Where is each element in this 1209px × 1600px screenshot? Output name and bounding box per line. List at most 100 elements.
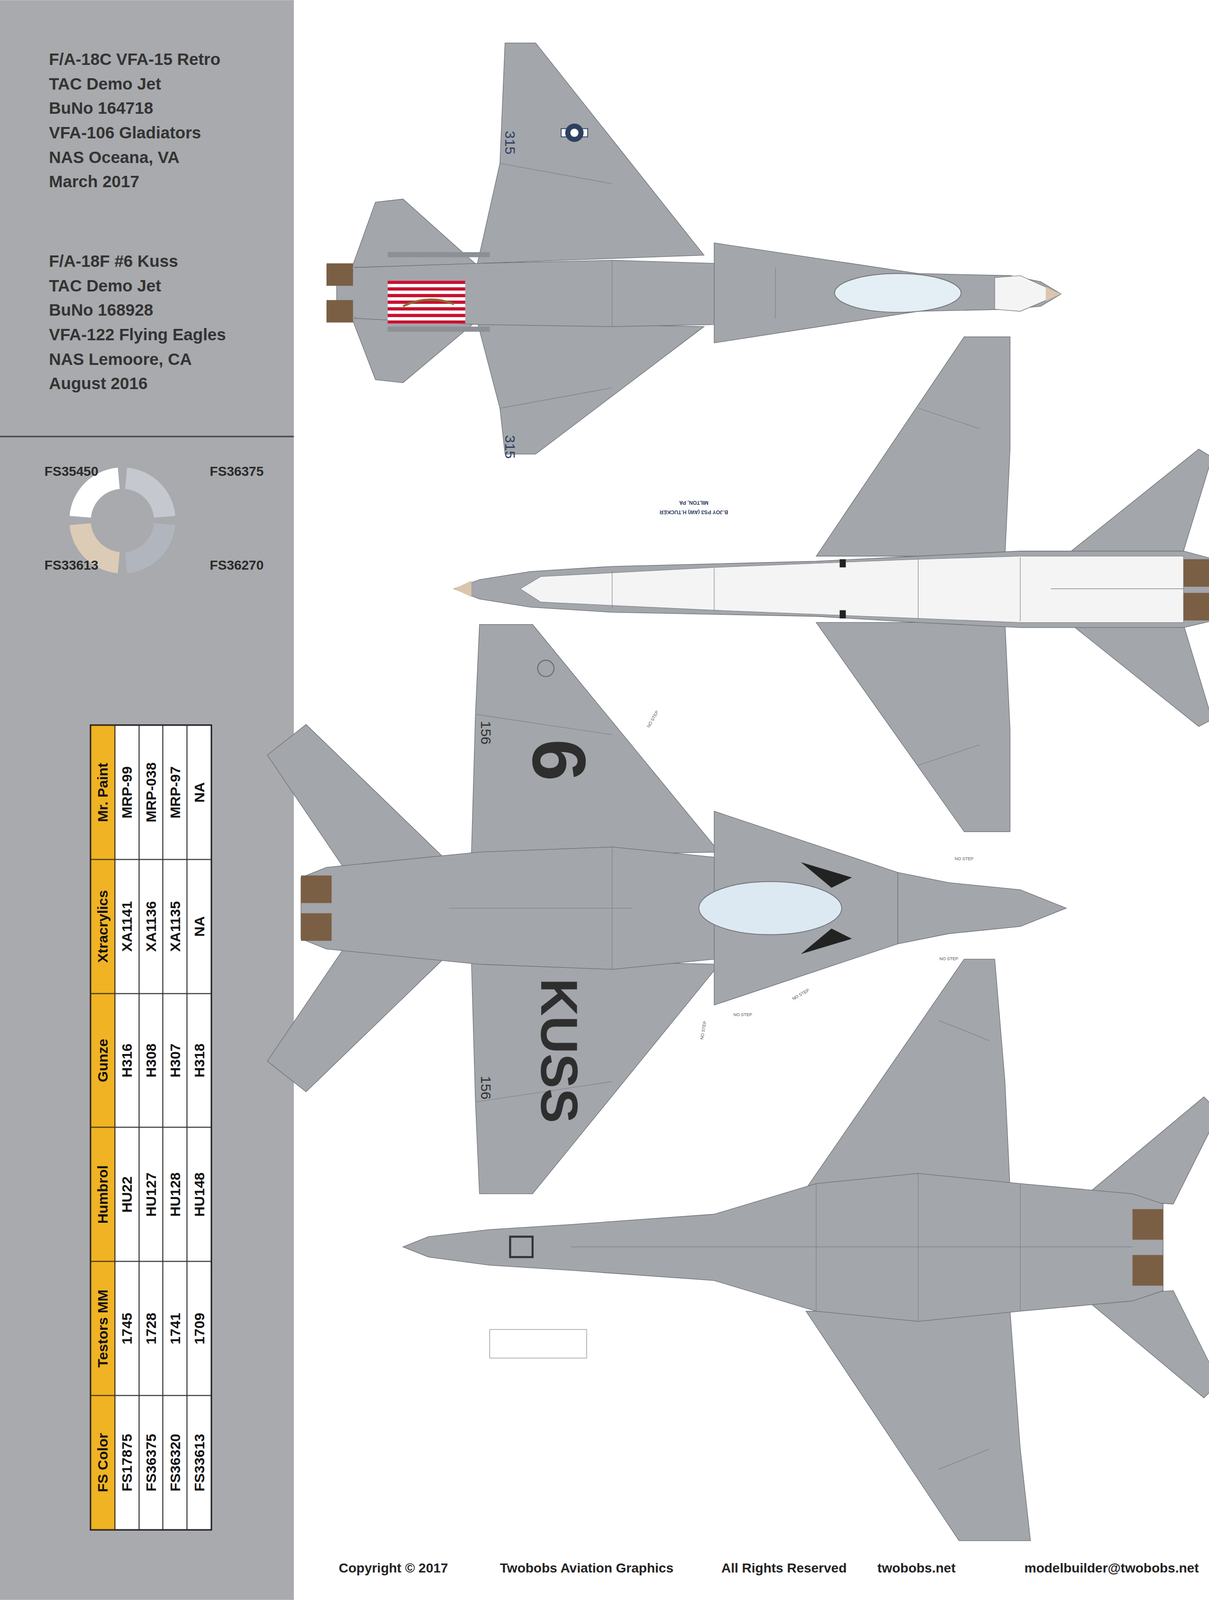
side-panel [0, 0, 294, 1600]
modex-number: 156 [477, 720, 494, 745]
stabilator [1081, 1290, 1209, 1398]
exhaust [300, 875, 332, 903]
exhaust [1132, 1209, 1164, 1240]
table-cell: HU127 [138, 1127, 164, 1262]
stripe [387, 307, 466, 311]
color-code: FS33613 [44, 557, 99, 573]
wing [806, 1311, 1031, 1541]
table-cell: H318 [187, 993, 212, 1128]
jack-flag [387, 280, 466, 324]
panel-lines [571, 1020, 1133, 1470]
fuselage [300, 846, 1067, 970]
canopy [834, 273, 962, 313]
table-cell: NA [187, 725, 212, 860]
radome-tip [454, 580, 472, 597]
insignia-star [570, 128, 579, 137]
aircraft-caption: VFA-106 Gladiators [48, 123, 201, 143]
flag-ground [387, 280, 466, 324]
table-cell: HU128 [163, 1127, 188, 1262]
footer-text: All Rights Reserved [721, 1560, 847, 1576]
table-cell: 1709 [187, 1261, 212, 1396]
stabilator [267, 724, 460, 873]
stencil-text: NO STEP [791, 988, 810, 1002]
stabilator [1071, 448, 1209, 551]
table-cell: MRP-99 [114, 725, 139, 860]
vent [839, 559, 846, 568]
table-cell: MRP-038 [138, 725, 164, 860]
color-swatch [125, 467, 176, 519]
stencil-text: NO STEP [646, 709, 660, 729]
stencil-card [489, 1329, 587, 1358]
modex-number: 156 [477, 1075, 494, 1100]
wing [471, 624, 720, 858]
vent [839, 610, 846, 619]
stripe [387, 280, 466, 284]
stencil-text: NO STEP [954, 856, 974, 862]
fin [387, 326, 490, 332]
table-cell: MRP-97 [163, 725, 188, 860]
footer-text: twobobs.net [877, 1560, 956, 1576]
wing [806, 959, 1011, 1189]
exhaust [1132, 1254, 1164, 1286]
panel-lines [499, 163, 776, 409]
modex-number: 315 [502, 435, 519, 459]
stripe [387, 320, 466, 324]
table-cell: H307 [163, 993, 188, 1128]
table-cell: FS36375 [138, 1395, 164, 1530]
aircraft-caption: NAS Oceana, VA [48, 147, 180, 167]
footer-text: Copyright © 2017 [338, 1560, 449, 1576]
vent [800, 862, 853, 888]
aircraft-caption: F/A-18F #6 Kuss [48, 252, 178, 271]
exhaust [300, 913, 332, 941]
aircraft-caption: F/A-18C VFA-15 Retro [48, 50, 221, 69]
insignia-bar [561, 128, 588, 137]
table-cell: FS33613 [187, 1395, 212, 1530]
aircraft-caption: August 2016 [48, 374, 148, 393]
table-cell: HU148 [187, 1127, 212, 1262]
stabilator [267, 944, 460, 1092]
hatch [509, 1236, 533, 1257]
aircraft-caption: TAC Demo Jet [48, 276, 162, 296]
divider [0, 435, 294, 437]
aircraft-caption: TAC Demo Jet [48, 74, 162, 93]
insignia-disc [565, 123, 584, 143]
stencil-text: NO STEP [939, 956, 959, 962]
table-cell: FS36320 [163, 1395, 188, 1530]
stencil-text: NO STEP [733, 1012, 753, 1018]
table-header: Humbrol [90, 1127, 116, 1262]
hornet-bottom-view [454, 336, 1209, 832]
modex-number: 315 [502, 130, 519, 155]
aircraft-caption: BuNo 168928 [48, 300, 154, 320]
table-cell: HU22 [114, 1127, 139, 1262]
table-cell: XA1136 [138, 859, 164, 994]
table-cell: NA [187, 859, 212, 994]
aircraft-number: 6 [517, 738, 601, 782]
table-header: Xtracrylics [90, 859, 116, 994]
table-header: FS Color [90, 1395, 116, 1530]
stabilator [1071, 624, 1209, 727]
table-cell: H316 [114, 993, 139, 1128]
panel-lines [612, 408, 1184, 765]
wing [477, 43, 704, 264]
vent [800, 928, 853, 955]
stencil-text: NO STEP [699, 1020, 709, 1041]
wing [477, 322, 704, 455]
fuselage [336, 260, 1061, 327]
paint-table: FS ColorTestors MMHumbrolGunzeXtracrylic… [90, 724, 213, 1531]
table-header: Mr. Paint [90, 725, 116, 860]
aircraft-caption: BuNo 164718 [48, 99, 154, 118]
aircraft-caption: NAS Lemoore, CA [48, 350, 192, 369]
canopy [699, 881, 842, 935]
wing [816, 622, 1010, 832]
table-cell: 1741 [163, 1261, 188, 1396]
crew-name: MILTON, PA [679, 499, 709, 506]
underside [520, 555, 1184, 623]
color-code: FS36375 [209, 463, 264, 479]
wing [816, 336, 1010, 557]
call-sign: KUSS [530, 978, 588, 1124]
radome-tip [1045, 286, 1062, 301]
table-cell: FS17875 [114, 1395, 139, 1530]
fin [387, 252, 490, 258]
color-code: FS36270 [209, 557, 264, 573]
